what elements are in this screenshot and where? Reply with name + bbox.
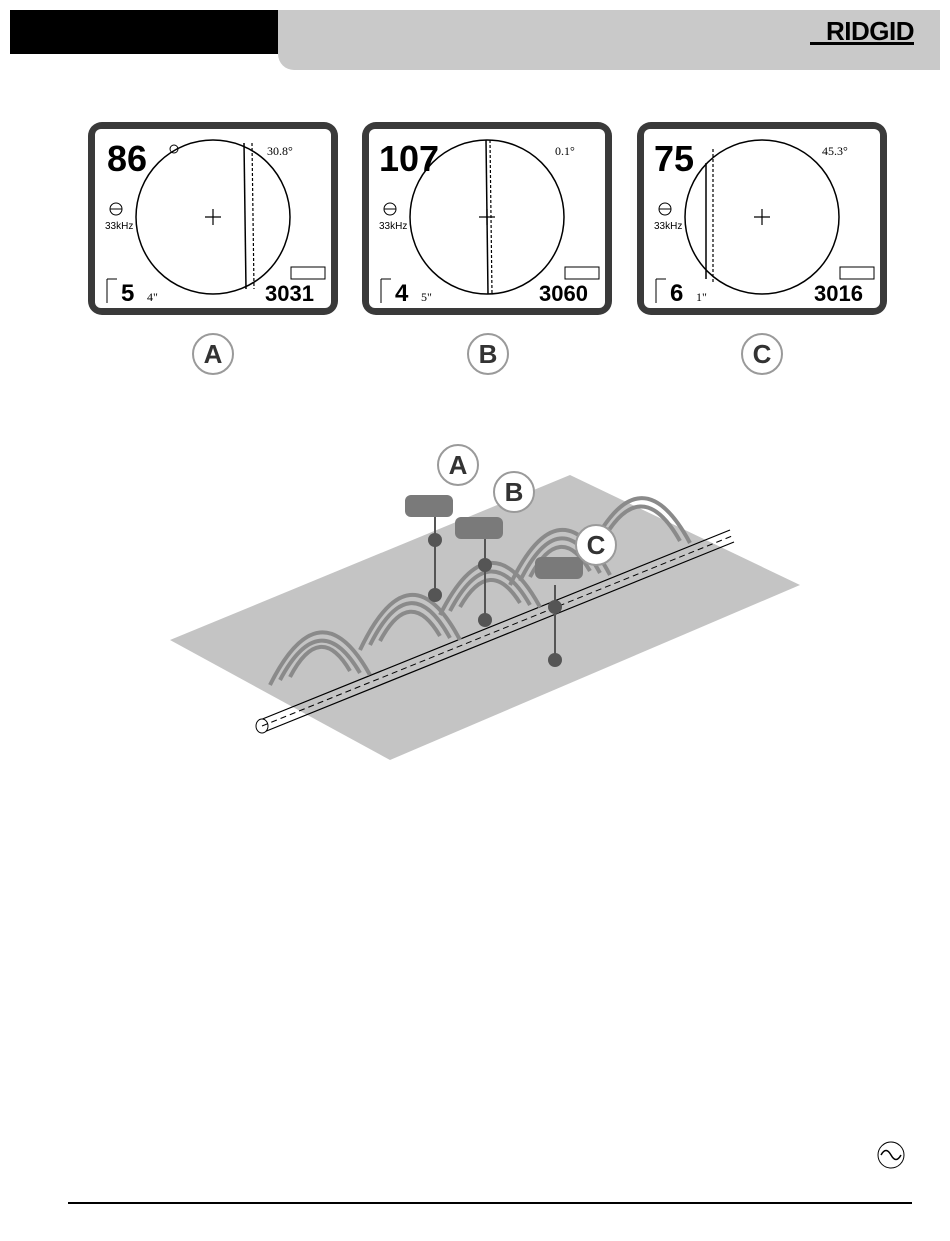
- depth-icon: [381, 279, 391, 303]
- svg-text:C: C: [587, 530, 606, 560]
- svg-text:A: A: [449, 450, 468, 480]
- depth-feet: 6: [670, 280, 683, 307]
- battery-icon: [840, 267, 874, 279]
- screen-label-a: A: [192, 333, 234, 375]
- frequency-label: 33kHz: [654, 221, 682, 232]
- footer-rule: [68, 1202, 912, 1204]
- angle-readout: 30.8°: [267, 144, 293, 158]
- frequency-label: 33kHz: [105, 221, 133, 232]
- current-readout: 3060: [539, 281, 588, 306]
- battery-icon: [565, 267, 599, 279]
- svg-text:B: B: [505, 477, 524, 507]
- header-tab: [278, 54, 940, 70]
- locator-screen-c: 75 45.3° 33kHz 6 1" 3016: [637, 122, 887, 315]
- scene-label-a: A: [438, 445, 478, 485]
- battery-icon: [291, 267, 325, 279]
- screen-label-c: C: [741, 333, 783, 375]
- angle-readout: 45.3°: [822, 144, 848, 158]
- depth-icon: [656, 279, 666, 303]
- scene-label-b: B: [494, 472, 534, 512]
- current-readout: 3031: [265, 281, 314, 306]
- frequency-label: 33kHz: [379, 221, 407, 232]
- depth-inches: 5": [421, 290, 432, 304]
- depth-feet: 5: [121, 280, 134, 307]
- depth-icon: [107, 279, 117, 303]
- header-black-block: [10, 10, 278, 54]
- current-readout: 3016: [814, 281, 863, 306]
- locating-diagram: A B C: [160, 435, 820, 780]
- signal-strength: 107: [379, 138, 439, 179]
- depth-inches: 1": [696, 290, 707, 304]
- antenna-icon: [384, 203, 396, 215]
- antenna-icon: [659, 203, 671, 215]
- screen-label-b: B: [467, 333, 509, 375]
- signal-strength: 75: [654, 138, 694, 179]
- scene-label-c: C: [576, 525, 616, 565]
- ac-symbol: [873, 1140, 909, 1175]
- depth-feet: 4: [395, 280, 409, 307]
- angle-readout: 0.1°: [555, 144, 575, 158]
- depth-inches: 4": [147, 290, 158, 304]
- locator-screen-a: 86 30.8° 33kHz 5 4" 3031: [88, 122, 338, 315]
- ridgid-logo: RIDGID: [826, 16, 914, 44]
- locator-screen-b: 107 0.1° 33kHz 4 5" 3060: [362, 122, 612, 315]
- signal-strength: 86: [107, 138, 147, 179]
- logo-underline: [810, 42, 914, 45]
- antenna-icon: [110, 203, 122, 215]
